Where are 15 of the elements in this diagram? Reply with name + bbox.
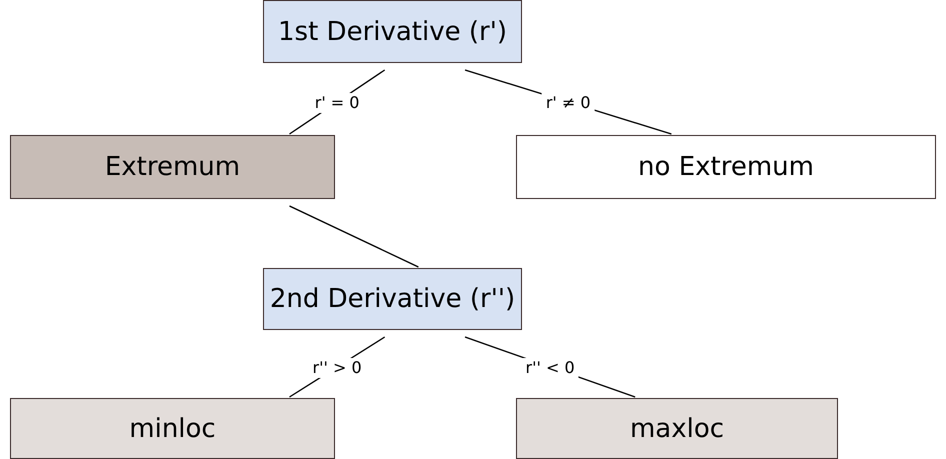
decision-box: [516, 398, 838, 459]
connector-line: [289, 205, 419, 268]
node-text: no Extremum: [638, 151, 814, 183]
decision-box: [263, 268, 522, 330]
edge-label: r' ≠ 0: [542, 92, 595, 112]
decision-box: [516, 135, 936, 199]
node-text: minloc: [129, 412, 216, 444]
node-text: 1st Derivative (r'): [278, 16, 507, 48]
decision-box: [263, 0, 522, 63]
node-text: 2nd Derivative (r''): [270, 283, 516, 315]
node-text: Extremum: [104, 151, 240, 183]
decision-box: [10, 398, 335, 459]
edge-label: r'' < 0: [522, 358, 579, 378]
node-text: maxloc: [630, 412, 724, 444]
decision-box: [10, 135, 335, 199]
